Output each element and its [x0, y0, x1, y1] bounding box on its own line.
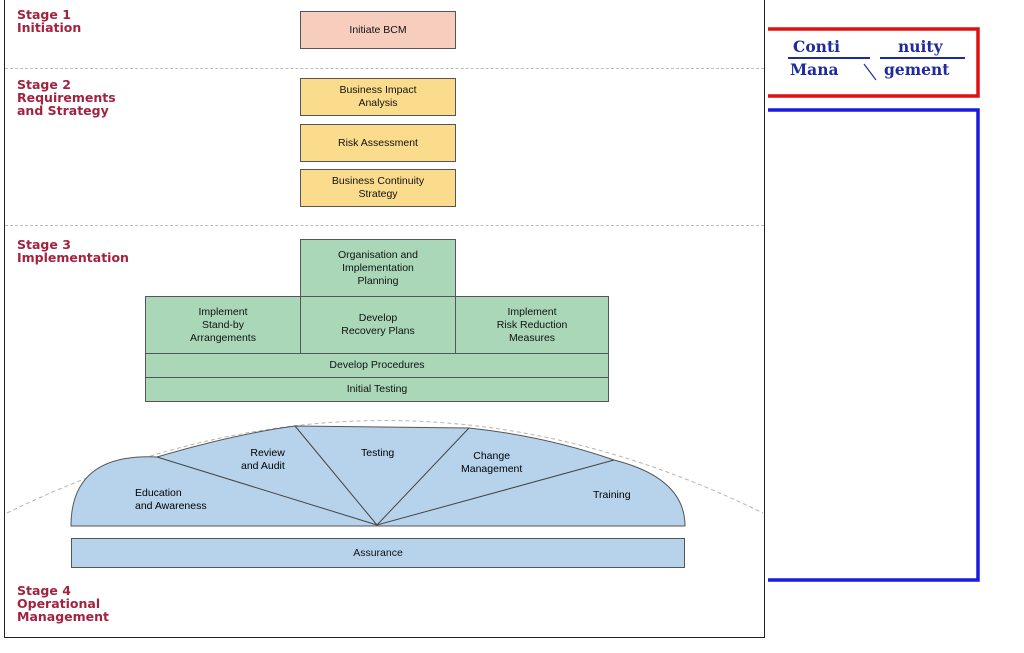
bcm-lifecycle-frame: Stage 1 Initiation Stage 2 Requirements …: [4, 0, 765, 638]
fan-spoke: [376, 459, 615, 526]
red-bracket: [768, 27, 980, 98]
side-text-conti: Conti: [793, 37, 840, 56]
implement-standby-box: Implement Stand-by Arrangements: [145, 296, 301, 354]
organisation-planning-box: Organisation and Implementation Planning: [300, 239, 456, 297]
stage-1-label: Stage 1 Initiation: [17, 7, 82, 35]
outer-arc-dashed: [6, 420, 764, 514]
fan-label-testing: Testing: [361, 447, 395, 459]
stage-2-label: Stage 2 Requirements and Strategy: [17, 77, 116, 118]
initiate-bcm-box: Initiate BCM: [300, 11, 456, 49]
fan-spoke: [294, 425, 378, 526]
fan-spoke: [156, 456, 378, 526]
risk-assessment-box: Risk Assessment: [300, 124, 456, 162]
slash-mark: [863, 63, 877, 81]
fan-label-change: Change Management: [461, 450, 523, 475]
side-text-nuity: nuity: [898, 37, 943, 56]
stage-4-label: Stage 4 Operational Management: [17, 583, 110, 624]
stage-3-label: Stage 3 Implementation: [17, 237, 129, 265]
business-continuity-strategy-box: Business Continuity Strategy: [300, 169, 456, 207]
assurance-box: Assurance: [71, 538, 685, 568]
business-impact-analysis-box: Business Impact Analysis: [300, 78, 456, 116]
initial-testing-box: Initial Testing: [145, 377, 609, 402]
stage-divider: [5, 68, 764, 69]
side-text-gement: gement: [884, 60, 950, 79]
side-text-mana: Mana: [790, 60, 839, 79]
fan-label-education: Education and Awareness: [135, 487, 207, 512]
blue-bracket: [768, 108, 980, 582]
stage-divider: [5, 225, 764, 226]
fan-label-training: Training: [593, 489, 631, 501]
fan-spoke: [376, 427, 470, 526]
operational-fan-diagram: [6, 420, 764, 527]
develop-recovery-plans-box: Develop Recovery Plans: [300, 296, 456, 354]
fan-label-review: Review and Audit: [241, 447, 285, 472]
